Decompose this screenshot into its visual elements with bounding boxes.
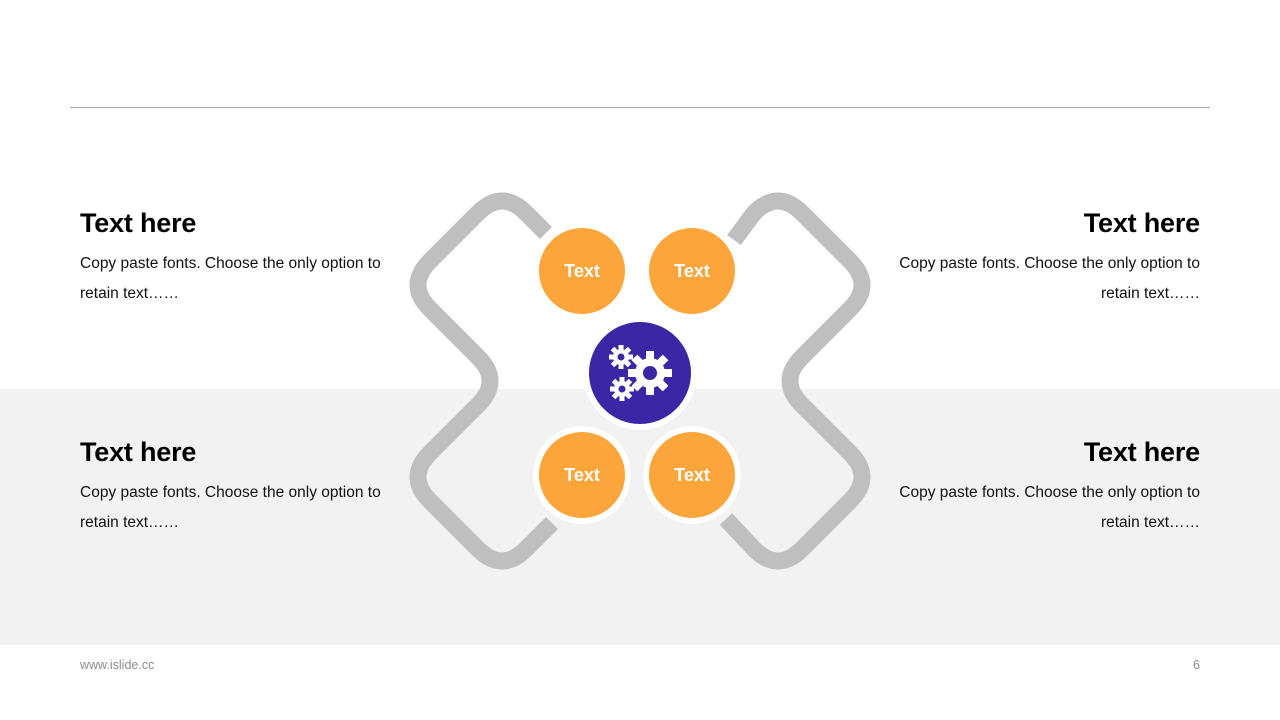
gears-icon [609,345,672,401]
text-block-bottom-left: Text here Copy paste fonts. Choose the o… [80,436,400,537]
hub-circle [589,322,691,424]
page-number: 6 [1193,658,1200,672]
footer-url[interactable]: www.islide.cc [80,658,155,672]
block-body: Copy paste fonts. Choose the only option… [899,484,1200,531]
text-block-top-left: Text here Copy paste fonts. Choose the o… [80,207,400,308]
block-heading: Text here [1083,208,1200,238]
block-heading: Text here [1083,437,1200,467]
block-body: Copy paste fonts. Choose the only option… [80,255,381,302]
block-body: Copy paste fonts. Choose the only option… [80,484,381,531]
lower-background-band [0,389,1280,645]
text-bubble-top-right: Text [649,228,735,314]
text-block-bottom-right: Text here Copy paste fonts. Choose the o… [880,436,1200,537]
block-heading: Text here [80,208,197,238]
text-block-top-right: Text here Copy paste fonts. Choose the o… [880,207,1200,308]
block-heading: Text here [80,437,197,467]
block-body: Copy paste fonts. Choose the only option… [899,255,1200,302]
header-divider [70,107,1210,108]
connector-left [409,192,559,570]
text-bubble-top-left: Text [539,228,625,314]
connector-right [719,192,871,570]
text-bubble-bottom-left: Text [539,432,625,518]
text-bubble-bottom-right: Text [649,432,735,518]
